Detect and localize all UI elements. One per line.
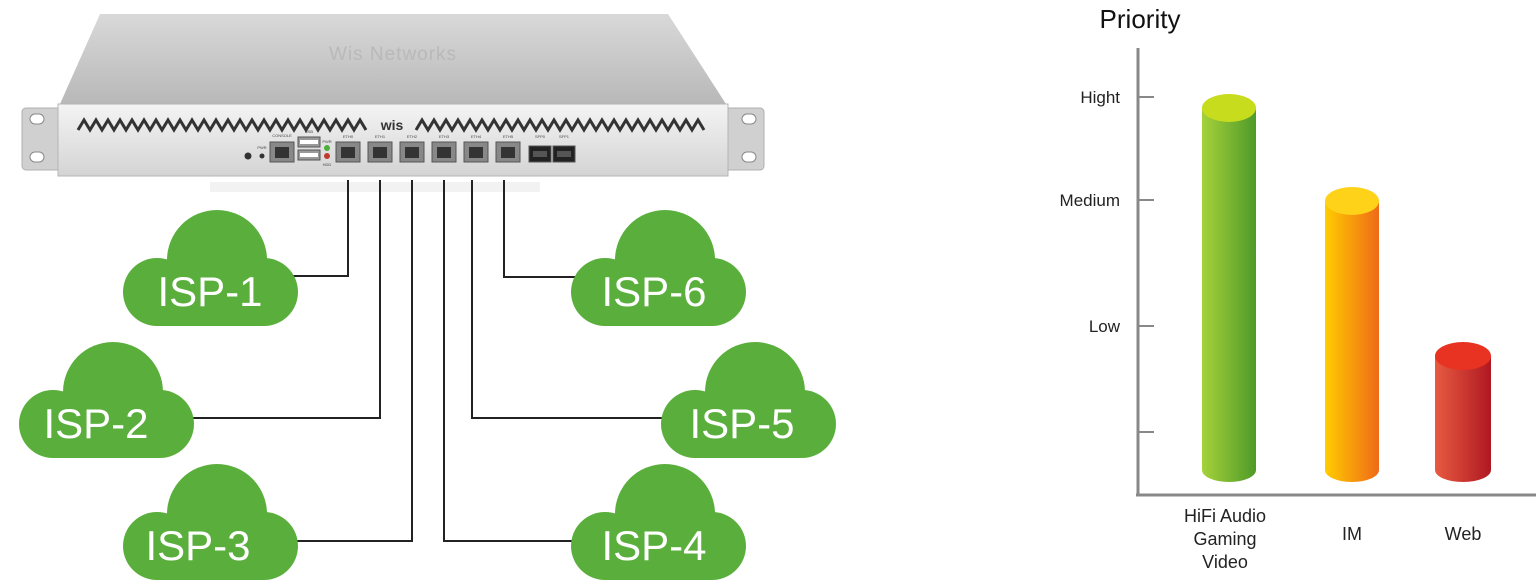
category-label: Video [1202, 552, 1248, 572]
power-button[interactable] [244, 152, 252, 160]
isp-3-cloud: ISP-3 [123, 464, 298, 580]
device-front-panel [57, 103, 729, 177]
category-label: Gaming [1193, 529, 1256, 549]
svg-text:SFP0: SFP0 [535, 134, 546, 139]
sfp0-port[interactable]: SFP0 [528, 134, 552, 163]
line-isp-6 [503, 180, 582, 278]
bar-body [1202, 108, 1256, 470]
isp-5-label: ISP-5 [689, 400, 794, 447]
sfp1-port[interactable]: SFP1 [552, 134, 576, 163]
eth0-port[interactable]: ETH0 [335, 134, 361, 163]
device-top [60, 14, 726, 104]
bar-cap [1202, 94, 1256, 122]
category-label: HiFi Audio [1184, 506, 1266, 526]
isp-1-label: ISP-1 [157, 268, 262, 315]
svg-text:ETH2: ETH2 [407, 134, 418, 139]
eth1-port[interactable]: ETH1 [367, 134, 393, 163]
line-isp-4 [443, 180, 582, 542]
bar-3 [1435, 342, 1491, 482]
usb-label: USB [305, 129, 314, 134]
isp-4-cloud: ISP-4 [571, 464, 746, 580]
isp-3-label: ISP-3 [145, 522, 250, 569]
eth2-port[interactable]: ETH2 [399, 134, 425, 163]
isp-2-label: ISP-2 [43, 400, 148, 447]
pwr-status-led [324, 145, 330, 151]
y-tick-label: Low [1089, 317, 1121, 336]
y-tick-label: Hight [1080, 88, 1120, 107]
eth5-port[interactable]: ETH5 [495, 134, 521, 163]
chart-bars [1202, 94, 1491, 482]
svg-text:SFP1: SFP1 [559, 134, 570, 139]
line-isp-2 [160, 180, 381, 419]
category-label: Web [1445, 524, 1482, 544]
pwr-label: PWR [257, 145, 266, 150]
device-brand-text: Wis Networks [329, 44, 457, 65]
bar-body [1435, 356, 1491, 470]
connection-lines [160, 180, 664, 542]
zigzag-right [414, 117, 706, 133]
category-label: IM [1342, 524, 1362, 544]
console-label: CONSOLE [272, 133, 292, 138]
bar-cap [1435, 342, 1491, 370]
bar-body [1325, 201, 1379, 470]
hdd-status-led [324, 153, 330, 159]
bar-1 [1202, 94, 1256, 482]
isp-6-label: ISP-6 [601, 268, 706, 315]
isp-4-label: ISP-4 [601, 522, 706, 569]
line-isp-3 [262, 180, 413, 542]
svg-text:ETH1: ETH1 [375, 134, 386, 139]
power-led [259, 153, 265, 159]
bar-2 [1325, 187, 1379, 482]
isp-5-cloud: ISP-5 [661, 342, 836, 458]
hdd-label: HDD [323, 162, 332, 167]
isp-2-cloud: ISP-2 [19, 342, 194, 458]
svg-text:ETH3: ETH3 [439, 134, 450, 139]
svg-text:ETH5: ETH5 [503, 134, 514, 139]
chart-title: Priority [1100, 4, 1181, 34]
line-isp-5 [471, 180, 664, 419]
y-tick-label: Medium [1060, 191, 1120, 210]
svg-text:ETH4: ETH4 [471, 134, 482, 139]
device-reflection [210, 182, 540, 192]
bar-cap [1325, 187, 1379, 215]
svg-text:ETH0: ETH0 [343, 134, 354, 139]
network-device: Wis Networks wis PWR CONSOLE USB PWR HDD [21, 14, 765, 192]
eth3-port[interactable]: ETH3 [431, 134, 457, 163]
isp-1-cloud: ISP-1 [123, 210, 298, 326]
eth4-port[interactable]: ETH4 [463, 134, 489, 163]
pwr-led-label: PWR [322, 139, 331, 144]
zigzag-left [76, 117, 368, 133]
device-logo: wis [380, 117, 404, 133]
isp-6-cloud: ISP-6 [571, 210, 746, 326]
